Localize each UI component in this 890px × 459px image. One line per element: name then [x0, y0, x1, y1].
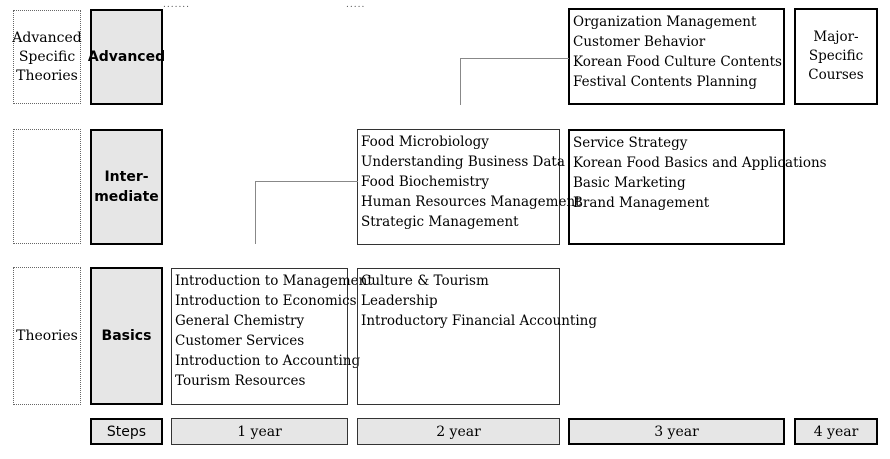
footer-year-4: 4 year [794, 418, 878, 445]
course-item: Basic Marketing [573, 175, 686, 191]
row-label-theories-text: Theories [16, 327, 78, 344]
course-item: Introduction to Management [175, 273, 373, 289]
course-item: Introduction to Accounting [175, 353, 361, 369]
top-dots-2: ..... [346, 0, 366, 10]
course-box-year3-advanced: Organization Management Customer Behavio… [568, 8, 785, 105]
footer-year-2: 2 year [357, 418, 560, 445]
course-item: Strategic Management [361, 214, 519, 230]
course-item: Customer Behavior [573, 34, 706, 50]
top-dots-1: ....... [163, 0, 191, 10]
course-item: Korean Food Culture Contents [573, 54, 782, 70]
footer-year-3-label: 3 year [654, 423, 699, 440]
course-item: Service Strategy [573, 135, 688, 151]
course-box-year1-basics: Introduction to Management Introduction … [171, 268, 373, 405]
course-item: Introductory Financial Accounting [361, 313, 597, 329]
footer-steps: Steps [90, 418, 163, 445]
footer-year-2-label: 2 year [436, 423, 481, 440]
row-label-advanced-specific-theories: Advanced Specific Theories [12, 10, 82, 104]
course-item: Food Microbiology [361, 134, 489, 150]
course-box-year2-intermediate: Food Microbiology Understanding Business… [357, 129, 581, 245]
step-basics-label: Basics [101, 328, 152, 344]
row-label-intermediate [13, 129, 81, 244]
connector-year2-to-year3 [460, 58, 569, 105]
course-item: Food Biochemistry [361, 174, 489, 190]
course-item: Festival Contents Planning [573, 74, 757, 90]
step-intermediate-label: Inter- mediate [94, 169, 159, 205]
course-box-year3-intermediate: Service Strategy Korean Food Basics and … [568, 129, 827, 245]
row-label-theories: Theories [13, 267, 81, 405]
footer-year-1: 1 year [171, 418, 348, 445]
footer-year-4-label: 4 year [813, 423, 859, 440]
course-item: Tourism Resources [175, 373, 306, 389]
course-item: Culture & Tourism [361, 273, 489, 289]
course-item: Customer Services [175, 333, 305, 349]
step-basics: Basics [90, 267, 163, 405]
step-advanced-label: Advanced [87, 49, 166, 65]
footer-year-1-label: 1 year [237, 423, 282, 440]
course-item: Organization Management [573, 14, 757, 30]
major-specific-label: Major- Specific Courses [808, 29, 864, 83]
course-item: Brand Management [573, 195, 710, 211]
row-label-advanced-text: Advanced Specific Theories [12, 29, 82, 84]
course-item: General Chemistry [175, 313, 305, 329]
step-advanced: Advanced [87, 9, 166, 105]
step-intermediate: Inter- mediate [90, 129, 163, 245]
connector-year1-to-year2 [255, 181, 358, 244]
course-box-year2-basics: Culture & Tourism Leadership Introductor… [357, 268, 597, 405]
course-item: Leadership [361, 293, 438, 309]
course-item: Introduction to Economics [175, 293, 357, 309]
course-item: Human Resources Management [361, 194, 581, 210]
course-box-year4-major-specific: Major- Specific Courses [794, 8, 878, 105]
footer-year-3: 3 year [568, 418, 785, 445]
course-item: Understanding Business Data [361, 154, 565, 170]
footer-steps-label: Steps [106, 423, 147, 440]
course-item: Korean Food Basics and Applications [573, 155, 827, 171]
